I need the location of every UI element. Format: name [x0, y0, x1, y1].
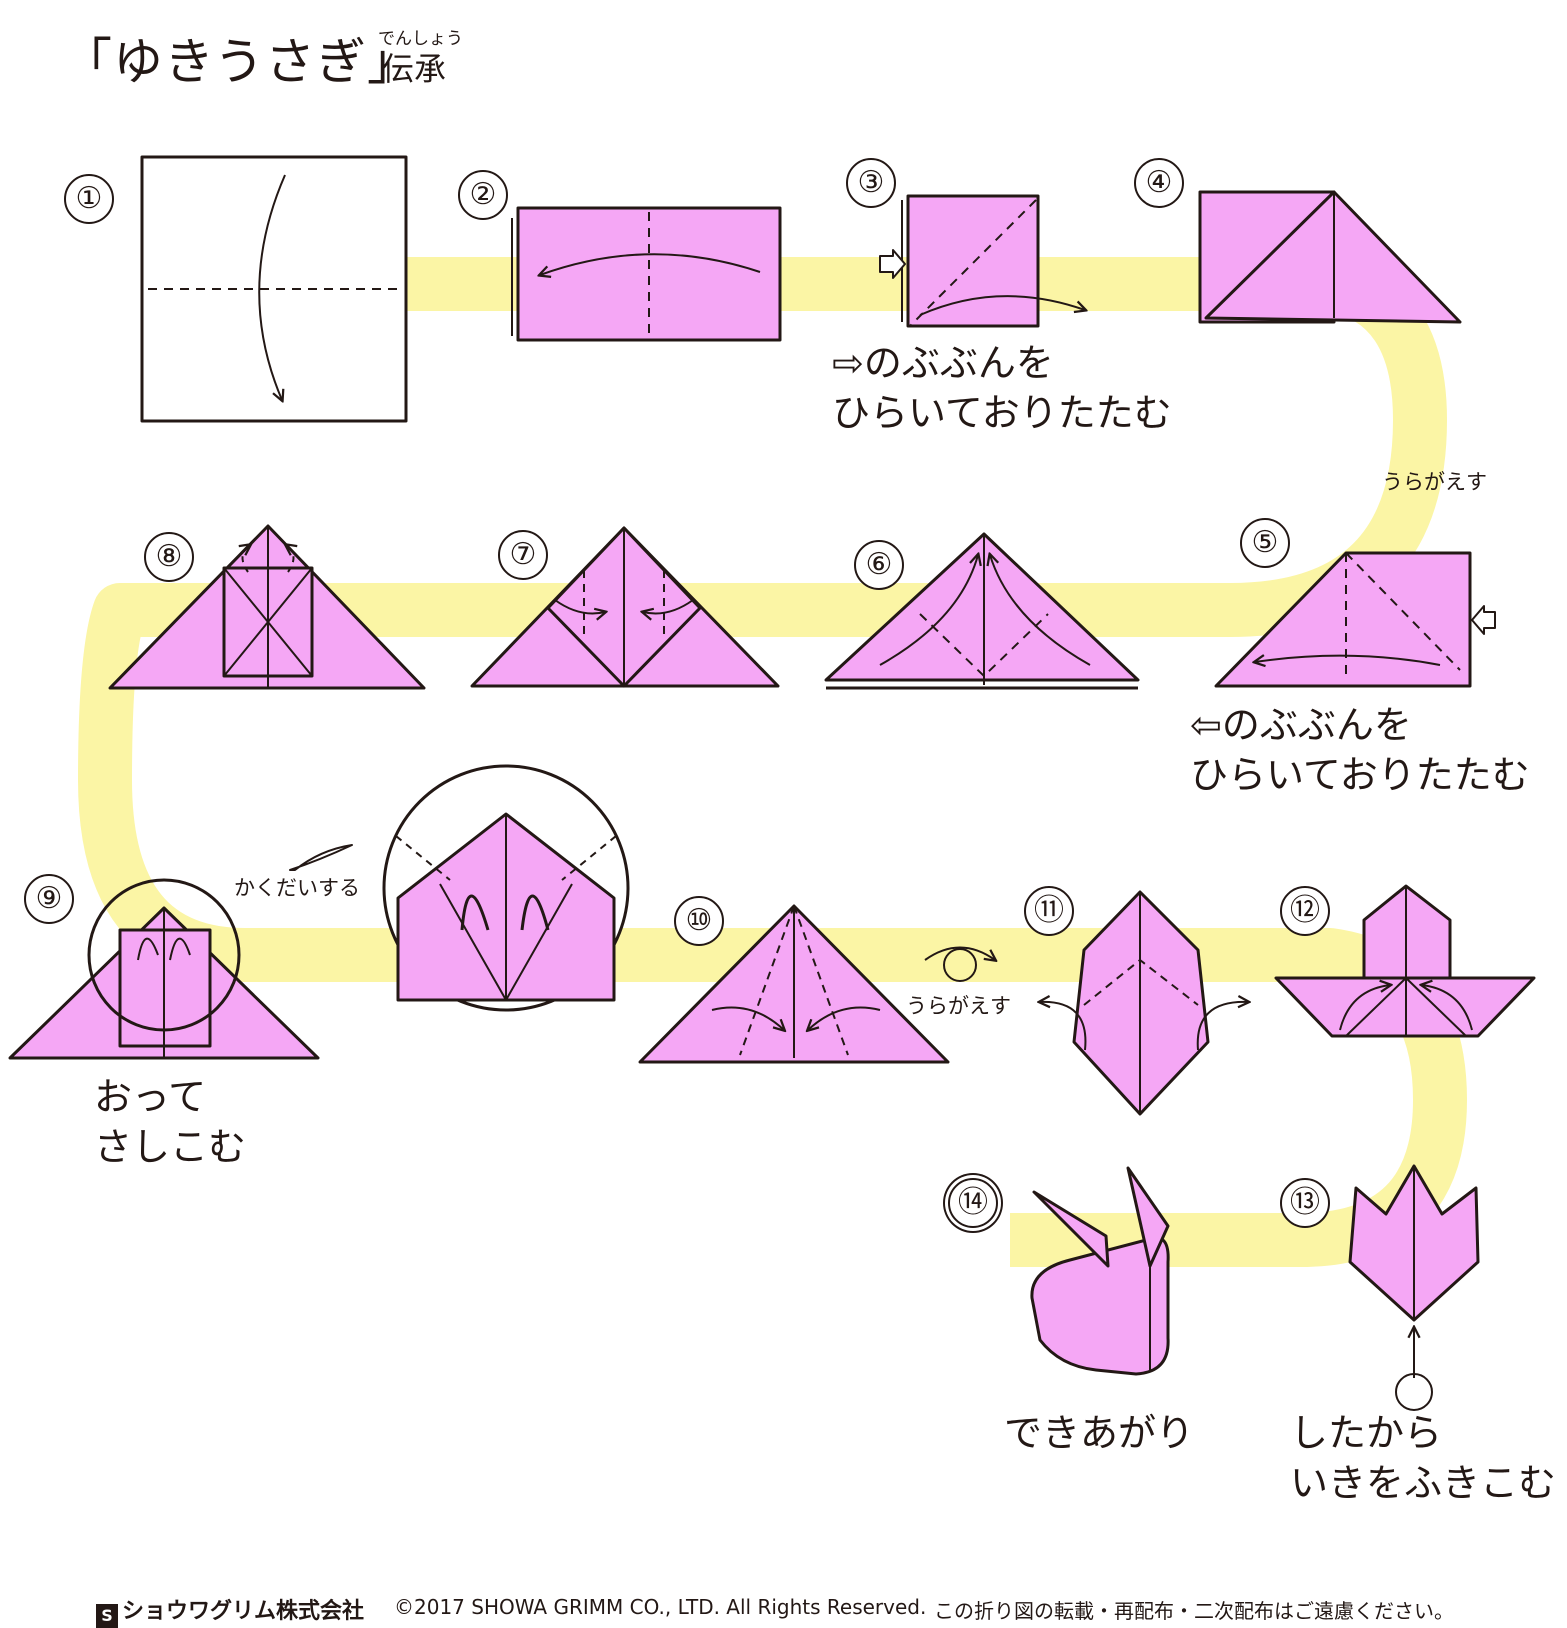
step-number-12: ⑫ — [1280, 886, 1330, 936]
step-number-8: ⑧ — [144, 532, 194, 582]
step-8-figure — [108, 524, 426, 690]
subtitle-ruby: でんしょう — [378, 29, 463, 49]
step-number-1: ① — [64, 174, 114, 224]
step-number-7: ⑦ — [498, 530, 548, 580]
step-4-figure — [1198, 190, 1462, 324]
copyright: ©2017 SHOWA GRIMM CO., LTD. All Rights R… — [394, 1595, 927, 1619]
step-6-figure — [824, 532, 1140, 690]
step-path — [78, 257, 1467, 1267]
step-number-6: ⑥ — [854, 540, 904, 590]
step-2-figure — [511, 206, 782, 342]
logo-mark-icon: S — [96, 1604, 118, 1628]
step-5-figure — [1214, 551, 1496, 688]
step-number-2: ② — [458, 170, 508, 220]
step-13-figure — [1348, 1164, 1480, 1411]
step-number-13: ⑬ — [1280, 1178, 1330, 1228]
step-12-figure — [1274, 884, 1536, 1038]
step-number-14: ⑭ — [948, 1178, 998, 1228]
logo-text: ショウワグリム株式会社 — [122, 1599, 365, 1624]
label-zoom: かくだいする — [234, 876, 360, 900]
step-number-9: ⑨ — [24, 874, 74, 924]
zoom-figure — [289, 764, 630, 1012]
step-10-figure — [638, 904, 995, 1064]
step-9-figure — [8, 878, 320, 1060]
step-3-figure — [879, 194, 1085, 328]
step-number-5: ⑤ — [1240, 518, 1290, 568]
note-step-9: おって さしこむ — [94, 1075, 247, 1169]
step-11-figure — [1040, 890, 1248, 1116]
step-number-10: ⑩ — [674, 896, 724, 946]
note-step-5: ⇦のぶぶんを ひらいておりたたむ — [1190, 703, 1530, 797]
note-step-3: ⇨のぶぶんを ひらいておりたたむ — [832, 341, 1172, 435]
note-step-13: したから いきをふきこむ — [1290, 1411, 1557, 1505]
step-1-figure — [140, 155, 408, 423]
step-14-figure — [1030, 1166, 1170, 1376]
label-flip-2: うらがえす — [906, 994, 1011, 1018]
step-number-3: ③ — [846, 158, 896, 208]
step-number-4: ④ — [1134, 158, 1184, 208]
page-title: 「ゆきうさぎ」 — [62, 33, 418, 91]
subtitle: 伝承 — [382, 50, 447, 88]
reuse-notice: この折り図の転載・再配布・二次配布はご遠慮ください。 — [934, 1599, 1454, 1623]
step-7-figure — [470, 526, 780, 688]
step-number-11: ⑪ — [1024, 886, 1074, 936]
note-step-14: できあがり — [1004, 1411, 1195, 1455]
label-flip-1: うらがえす — [1382, 470, 1487, 494]
